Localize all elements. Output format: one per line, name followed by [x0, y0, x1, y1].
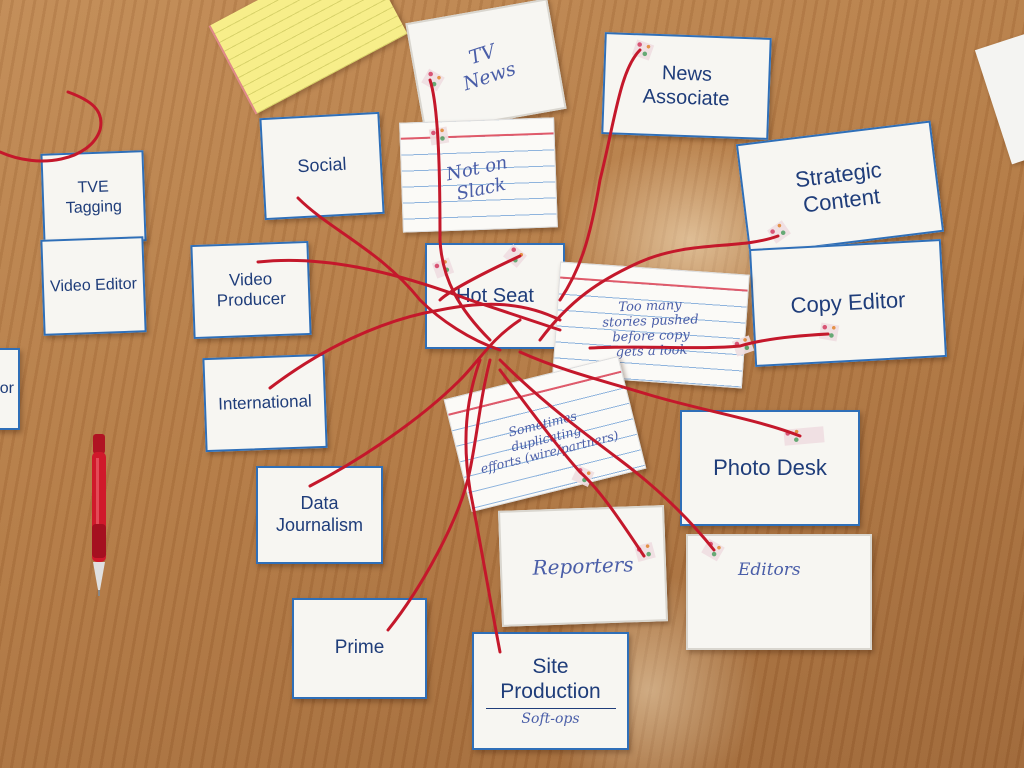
card-edge-fragment[interactable]: or	[0, 348, 20, 430]
card-reporters[interactable]: Reporters	[498, 505, 668, 627]
card-social[interactable]: Social	[259, 111, 385, 221]
card-label: Prime	[334, 637, 385, 659]
card-label: Site Production	[500, 654, 601, 704]
card-label: Photo Desk	[713, 454, 827, 480]
note-text: Too many stories pushed before copy gets…	[601, 298, 699, 361]
card-prime[interactable]: Prime	[292, 598, 427, 699]
washi-tape-icon	[428, 126, 450, 146]
card-label: Video Editor	[49, 275, 138, 296]
card-international[interactable]: International	[202, 353, 328, 453]
card-label: TVE Tagging	[65, 178, 123, 217]
card-video-editor[interactable]: Video Editor	[40, 236, 147, 336]
note-text: Not on Slack	[443, 152, 509, 205]
note-not-on-slack[interactable]: Not on Slack	[399, 117, 558, 233]
card-editors[interactable]: Editors	[686, 534, 872, 650]
card-handwritten-label: TV News	[460, 40, 519, 96]
card-label: Data Journalism	[275, 493, 364, 535]
card-strategic-content[interactable]: Strategic Content	[735, 120, 945, 256]
card-underline	[485, 708, 616, 710]
card-label: News Associate	[642, 62, 730, 111]
card-handwritten-note: Soft-ops	[521, 711, 580, 728]
card-copy-editor[interactable]: Copy Editor	[749, 239, 947, 367]
card-label: International	[217, 391, 313, 414]
card-handwritten-label: Editors	[738, 560, 801, 580]
card-data-journalism[interactable]: Data Journalism	[256, 466, 383, 564]
card-label: Video Producer	[216, 268, 287, 311]
card-label: Copy Editor	[789, 286, 907, 318]
card-site-production[interactable]: Site Production Soft-ops	[472, 632, 629, 750]
card-label: or	[0, 380, 14, 398]
card-photo-desk[interactable]: Photo Desk	[680, 410, 860, 526]
card-handwritten-label: Reporters	[532, 552, 634, 580]
red-pen-icon	[92, 434, 106, 596]
card-tve-tagging[interactable]: TVE Tagging	[40, 150, 147, 245]
card-video-producer[interactable]: Video Producer	[190, 240, 312, 340]
note-text: Sometimes duplicating efforts (wire/part…	[479, 408, 620, 477]
washi-tape-icon	[818, 322, 840, 342]
card-label: Social	[296, 153, 347, 177]
card-news-associate[interactable]: News Associate	[601, 32, 772, 140]
card-label: Strategic Content	[793, 156, 883, 218]
card-label: Hot Seat	[456, 285, 534, 307]
